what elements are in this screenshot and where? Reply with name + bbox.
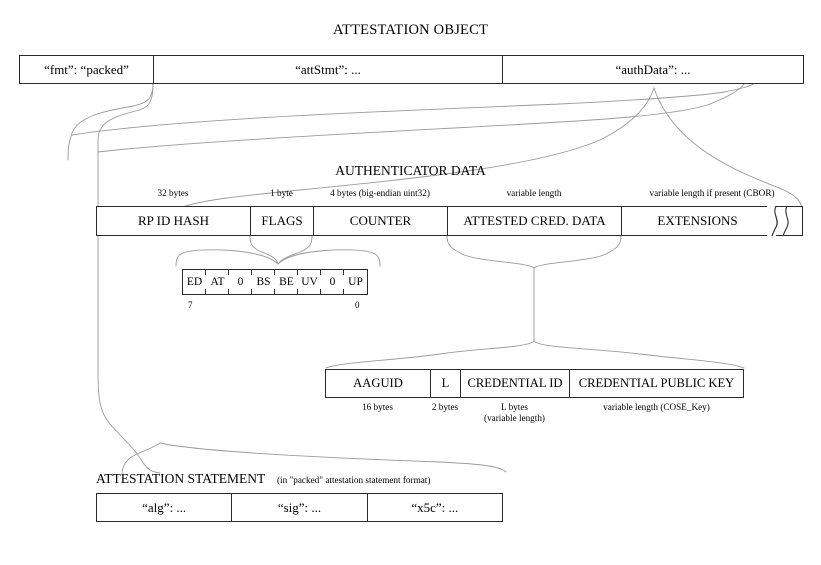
flags-lsb-index: 0 bbox=[355, 300, 360, 310]
wire-cred-brace-lower-left bbox=[325, 340, 535, 369]
wire-authdata-left-sweep bbox=[71, 81, 757, 136]
field-extensions[interactable]: EXTENSIONS bbox=[622, 207, 774, 235]
field-rp-id-hash[interactable]: RP ID HASH bbox=[97, 207, 251, 235]
wire-flags-brace bbox=[249, 235, 279, 265]
field-x5c[interactable]: “x5c”: ... bbox=[411, 499, 459, 515]
note-extensions-size: variable length if present (CBOR) bbox=[649, 188, 775, 198]
flags-bit-box: ED AT 0 BS BE UV 0 UP bbox=[182, 269, 368, 295]
attested-credential-data-bar: AAGUID L CREDENTIAL ID CREDENTIAL PUBLIC… bbox=[325, 369, 744, 398]
wire-attstmt-to-statement bbox=[97, 83, 161, 474]
flag-bit-reserved-1[interactable]: 0 bbox=[321, 270, 344, 294]
field-flags[interactable]: FLAGS bbox=[251, 207, 314, 235]
field-credential-public-key[interactable]: CREDENTIAL PUBLIC KEY bbox=[578, 376, 735, 390]
wire-flags-spread-left bbox=[175, 249, 279, 267]
field-alg[interactable]: “alg”: ... bbox=[97, 494, 233, 521]
flag-bit-uv[interactable]: UV bbox=[298, 270, 321, 294]
wire-authdata-inner-sweep bbox=[97, 83, 745, 153]
wire-cred-brace-upper-left bbox=[446, 235, 535, 269]
note-flags-size: 1 byte bbox=[270, 188, 293, 198]
field-attested-cred-data[interactable]: ATTESTED CRED. DATA bbox=[448, 207, 622, 235]
wire-statement-brace-left bbox=[121, 442, 161, 475]
note-counter-size: 4 bytes (big-endian uint32) bbox=[330, 188, 430, 198]
wire-flags-spread-right bbox=[277, 249, 381, 267]
note-attested-cred-data-size: variable length bbox=[506, 188, 562, 198]
note-credential-public-key-size: variable length (COSE_Key) bbox=[603, 402, 710, 412]
flag-bit-reserved-5[interactable]: 0 bbox=[229, 270, 252, 294]
flag-bit-bs[interactable]: BS bbox=[252, 270, 275, 294]
field-credential-id-length[interactable]: L bbox=[431, 370, 461, 397]
field-attstmt[interactable]: “attStmt”: ... bbox=[154, 56, 503, 83]
field-aaguid[interactable]: AAGUID bbox=[326, 370, 431, 397]
flag-bit-ed[interactable]: ED bbox=[183, 270, 206, 294]
note-credential-id-size: L bytes bbox=[501, 402, 528, 412]
attestation-statement-subheading: (in "packed" attestation statement forma… bbox=[277, 475, 431, 485]
attestation-statement-bar: “alg”: ... “sig”: ... “x5c”: ... bbox=[96, 493, 503, 522]
note-aaguid-size: 16 bytes bbox=[362, 402, 393, 412]
wire-cred-brace-upper-right bbox=[533, 235, 622, 269]
field-authdata[interactable]: “authData”: ... bbox=[615, 61, 691, 77]
authenticator-data-bar: RP ID HASH FLAGS COUNTER ATTESTED CRED. … bbox=[96, 206, 803, 236]
attestation-object-bar: “fmt”: “packed” “attStmt”: ... “authData… bbox=[19, 55, 804, 84]
field-fmt[interactable]: “fmt”: “packed” bbox=[20, 56, 154, 83]
field-sig[interactable]: “sig”: ... bbox=[232, 494, 368, 521]
attestation-statement-heading: ATTESTATION STATEMENT bbox=[96, 471, 266, 486]
flag-bit-be[interactable]: BE bbox=[275, 270, 298, 294]
field-credential-id[interactable]: CREDENTIAL ID bbox=[461, 370, 570, 397]
wire-flags-brace-2 bbox=[277, 235, 313, 265]
flags-msb-index: 7 bbox=[188, 300, 193, 310]
continuation-break-icon bbox=[767, 206, 789, 236]
wire-attstmt-outer-curve bbox=[67, 83, 154, 161]
page-title: ATTESTATION OBJECT bbox=[332, 22, 489, 38]
note-credential-id-length-size: 2 bytes bbox=[431, 402, 459, 412]
flag-bit-at[interactable]: AT bbox=[206, 270, 229, 294]
field-counter[interactable]: COUNTER bbox=[314, 207, 448, 235]
note-rp-id-hash-size: 32 bytes bbox=[157, 188, 189, 198]
flag-bit-up[interactable]: UP bbox=[348, 276, 363, 288]
note-credential-id-size-2: (variable length) bbox=[484, 413, 545, 423]
wire-cred-brace-lower-right bbox=[533, 340, 745, 369]
authenticator-data-heading: AUTHENTICATOR DATA bbox=[335, 163, 486, 178]
wire-statement-brace-right bbox=[159, 442, 507, 473]
